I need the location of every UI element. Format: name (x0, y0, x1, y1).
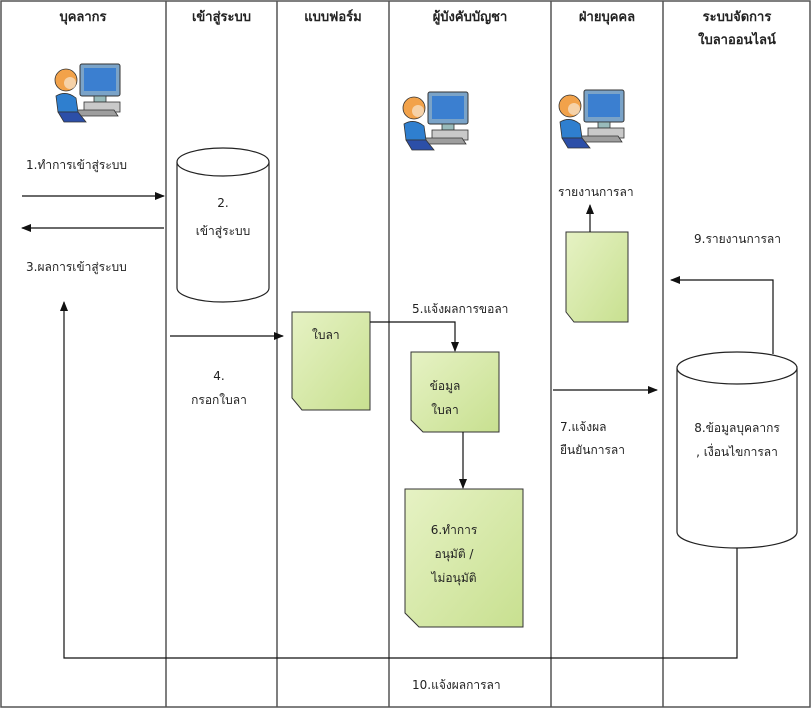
lane-header-login: เข้าสู่ระบบ (191, 10, 252, 25)
step-5-label: 5.แจ้งผลการขอลา (412, 302, 509, 316)
flow-arrows (21, 192, 774, 659)
step-8-label: 8.ข้อมูลบุคลากร , เงื่อนไขการลา (694, 421, 780, 459)
lane-header-supervisor: ผู้บังคับบัญชา (432, 10, 508, 25)
leave-form-doc (291, 311, 371, 411)
lane-header-system: ระบบจัดการ ใบลาออนไลน์ (698, 10, 776, 49)
report-doc (565, 231, 629, 323)
leave-data-doc (410, 351, 500, 433)
person-computer-icon (54, 63, 121, 123)
step-10-label: 10.แจ้งผลการลา (412, 678, 501, 692)
person-computer-icon (558, 89, 625, 149)
step-3-label: 3.ผลการเข้าสู่ระบบ (26, 260, 127, 274)
step-9-label: 9.รายงานการลา (694, 232, 782, 246)
leave-database (676, 351, 798, 549)
data-doc-label: ข้อมูล ใบลา (429, 379, 461, 417)
step-1-label: 1.ทำการเข้าสู่ระบบ (26, 158, 128, 172)
lane-header-staff: บุคลากร (59, 10, 107, 25)
report-label: รายงานการลา (558, 185, 634, 199)
step-2-label: 2. เข้าสู่ระบบ (195, 196, 251, 238)
approval-doc (404, 488, 524, 628)
login-database (176, 147, 270, 303)
lane-header-form: แบบฟอร์ม (304, 10, 362, 25)
step-6-label: 6.ทำการ อนุมัติ / ไม่อนุมัติ (430, 523, 478, 585)
step-4-label: 4. กรอกใบลา (191, 369, 247, 407)
form-doc-label: ใบลา (312, 328, 340, 342)
step-7-label: 7.แจ้งผล ยืนยันการลา (560, 420, 626, 457)
person-computer-icon (402, 91, 469, 151)
lane-header-hr: ฝ่ายบุคคล (578, 10, 636, 25)
